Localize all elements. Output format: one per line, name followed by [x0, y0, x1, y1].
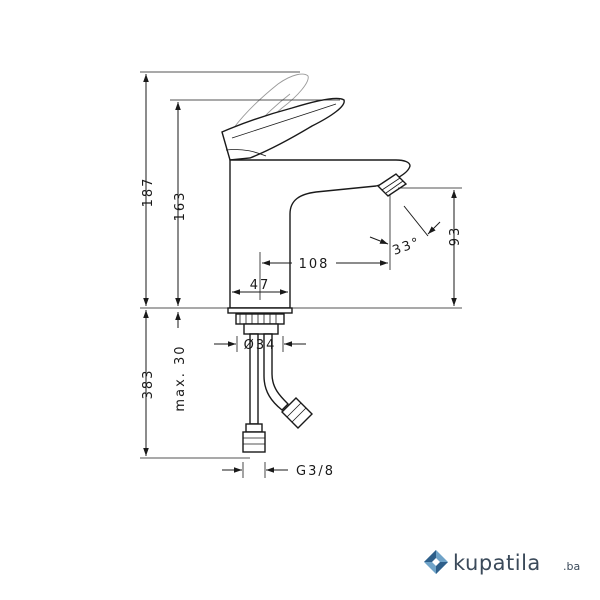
- lever: [221, 97, 345, 161]
- dim-angle-ray: [403, 205, 429, 237]
- brand-name: kupatila: [453, 551, 541, 575]
- hose-ferrule-left: [245, 423, 263, 433]
- hose-nut-left: [242, 431, 266, 453]
- mounting-nut: [235, 313, 285, 325]
- aerator: [376, 173, 408, 197]
- brand-logo: kupatila .ba: [424, 550, 580, 575]
- dim-angle-arrow-left: [369, 236, 389, 245]
- dim-angle-label: 33°: [391, 235, 423, 259]
- dim-total-height-label: 187: [141, 177, 156, 208]
- dim-hose-length-label: 383: [141, 369, 156, 400]
- dim-thread-label: G3/8: [296, 464, 335, 479]
- dim-spout-height-label: 163: [173, 191, 188, 222]
- dim-mounting-depth-label: max. 30: [173, 344, 188, 411]
- threaded-shank: [243, 323, 279, 335]
- diamond-logo-icon: [424, 550, 448, 574]
- reference-lines: [140, 71, 462, 478]
- dim-aerator-height-label: 93: [448, 226, 463, 247]
- faucet-body: [221, 73, 411, 453]
- brand-tld: .ba: [563, 560, 580, 573]
- dim-reach-label: 108: [299, 257, 330, 272]
- dim-diameter-label: Ø34: [244, 338, 277, 353]
- base-plate: [227, 307, 293, 314]
- hose-nut-right: [281, 397, 313, 429]
- dimension-annotations: 187 163 93 108 47 33° Ø34 max. 30 383 G3: [141, 74, 463, 479]
- dim-body-width-label: 47: [250, 278, 271, 293]
- dim-angle-arrow-right: [427, 221, 441, 235]
- supply-hose-right: [263, 333, 289, 411]
